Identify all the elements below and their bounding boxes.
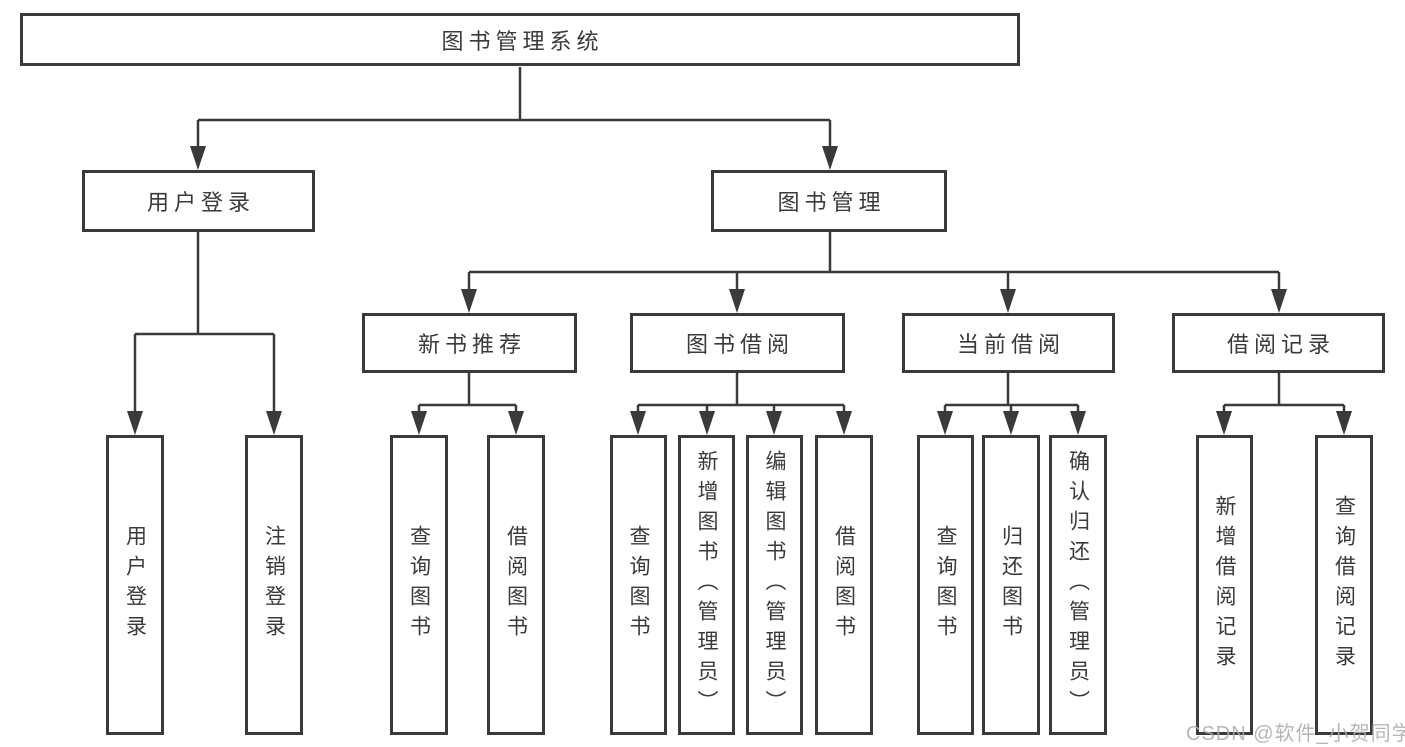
node-new-book-recommend: 新书推荐 [362, 313, 577, 373]
node-label: 查询图书 [627, 525, 650, 645]
node-book-borrow: 图书借阅 [630, 313, 845, 373]
arrowheads [127, 146, 1352, 435]
node-user-login: 用户登录 [82, 170, 315, 232]
node-label: 查询借阅记录 [1332, 495, 1356, 675]
node-leaf-borrow-book: 借阅图书 [815, 435, 873, 735]
node-borrow-records: 借阅记录 [1172, 313, 1385, 373]
node-label: 确认归还（管理员） [1066, 450, 1090, 720]
node-label: 查询图书 [934, 525, 957, 645]
node-leaf-return-book: 归还图书 [982, 435, 1040, 735]
node-label: 新增借阅记录 [1213, 495, 1236, 675]
node-leaf-borrow-books-recommend: 借阅图书 [487, 435, 545, 735]
node-label: 查询图书 [407, 525, 431, 645]
node-label: 当前借阅 [956, 332, 1065, 357]
csdn-watermark: CSDN @软件_小贺同学 [1186, 723, 1405, 745]
node-label: 图书管理 [777, 190, 886, 215]
node-label: 用户登录 [146, 190, 255, 215]
node-label: 借阅图书 [504, 525, 528, 645]
node-leaf-logout: 注销登录 [245, 435, 303, 735]
node-leaf-query-books-recommend: 查询图书 [390, 435, 448, 735]
node-current-borrow: 当前借阅 [902, 313, 1115, 373]
node-leaf-add-book-admin: 新增图书（管理员） [678, 435, 735, 735]
node-leaf-edit-book-admin: 编辑图书（管理员） [746, 435, 803, 735]
node-label: 用户登录 [123, 525, 147, 645]
node-label: 借阅记录 [1226, 332, 1335, 357]
node-library-management-system: 图书管理系统 [20, 13, 1020, 66]
node-label: 借阅图书 [832, 525, 856, 645]
node-book-management: 图书管理 [711, 170, 947, 232]
node-leaf-query-books-borrow: 查询图书 [610, 435, 667, 735]
node-label: 注销登录 [262, 525, 286, 645]
node-label: 新书推荐 [417, 332, 526, 357]
node-label: 图书管理系统 [441, 28, 604, 54]
node-label: 编辑图书（管理员） [763, 450, 786, 720]
node-leaf-confirm-return-admin: 确认归还（管理员） [1049, 435, 1107, 735]
node-leaf-add-borrow-record: 新增借阅记录 [1196, 435, 1253, 735]
node-leaf-query-books-current: 查询图书 [917, 435, 974, 735]
node-label: 归还图书 [999, 525, 1023, 645]
node-label: 新增图书（管理员） [695, 450, 718, 720]
node-leaf-user-login: 用户登录 [106, 435, 164, 735]
node-label: 图书借阅 [685, 332, 794, 357]
node-leaf-query-borrow-record: 查询借阅记录 [1315, 435, 1373, 735]
